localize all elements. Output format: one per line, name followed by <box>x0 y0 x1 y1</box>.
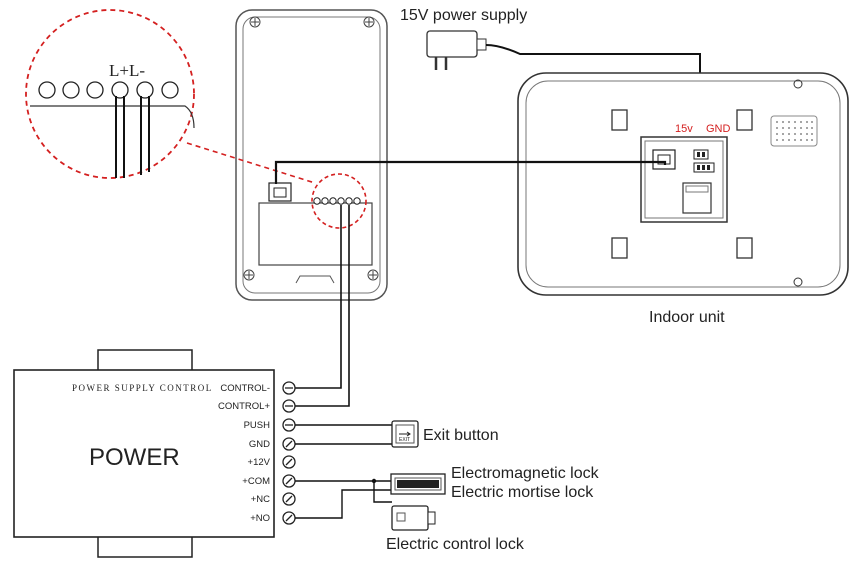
rear-cover-panel <box>258 202 373 266</box>
electromagnetic-lock: Electromagnetic lock Electric mortise lo… <box>390 465 600 501</box>
screw-icon <box>363 16 375 28</box>
screw-icon <box>367 269 379 281</box>
pin-15v-label: 15v <box>675 123 693 135</box>
psu-header: POWER SUPPLY CONTROL <box>72 383 213 393</box>
speaker-grille-icon <box>770 115 818 147</box>
terminal-screw-icon <box>282 437 296 451</box>
terminal-label: PUSH <box>244 420 271 431</box>
zoom-terminal-label: L+L- <box>109 61 145 80</box>
terminal-screw-icon <box>282 381 296 395</box>
exit-button-label: Exit button <box>423 427 499 444</box>
control-lock-label: Electric control lock <box>386 536 525 553</box>
terminal-screw-icon <box>282 474 296 488</box>
terminal-label: CONTROL- <box>220 383 270 394</box>
lock-wiring <box>295 478 435 519</box>
outdoor-unit <box>235 9 388 301</box>
terminal-screw-icon <box>282 418 296 432</box>
terminal-label: CONTROL+ <box>218 401 270 412</box>
psu-title: POWER <box>89 444 180 471</box>
terminal-screws <box>282 381 296 525</box>
power-supply-label: 15V power supply <box>400 7 527 24</box>
power-connector-icon <box>693 149 715 173</box>
electric-control-lock: Electric control lock <box>386 505 525 553</box>
exit-button: EXIT Exit button <box>391 420 499 448</box>
terminal-label: +COM <box>242 476 270 487</box>
control-wires <box>289 205 350 407</box>
exit-button-face: EXIT <box>399 437 410 443</box>
terminal-pins <box>313 197 361 205</box>
terminal-label: GND <box>249 439 270 450</box>
terminal-label: +NO <box>250 513 270 524</box>
zoom-source-circle <box>311 173 367 229</box>
terminal-label: +NC <box>251 494 270 505</box>
pin-gnd-label: GND <box>706 123 731 135</box>
indoor-unit-label: Indoor unit <box>649 309 725 326</box>
terminal-screw-icon <box>282 399 296 413</box>
mortise-lock-label: Electric mortise lock <box>451 484 594 501</box>
terminal-label: +12V <box>248 457 271 468</box>
indoor-unit: 15v GND Indoor unit <box>517 72 849 326</box>
terminal-screw-icon <box>282 455 296 469</box>
power-supply-box: POWER SUPPLY CONTROL POWER CONTROL- CONTR… <box>13 349 296 558</box>
terminal-screw-icon <box>282 511 296 525</box>
network-cable <box>274 160 667 184</box>
exit-button-wiring <box>295 424 392 445</box>
exit-arrow-icon <box>399 431 411 437</box>
rj45-port-icon <box>268 182 292 202</box>
terminal-screw-icon <box>282 492 296 506</box>
screw-icon <box>243 269 255 281</box>
screw-icon <box>249 16 261 28</box>
rj45-port-icon <box>652 149 676 170</box>
power-adapter: 15V power supply <box>400 7 701 153</box>
em-lock-label: Electromagnetic lock <box>451 465 600 482</box>
zoom-callout: L+L- <box>25 9 316 184</box>
